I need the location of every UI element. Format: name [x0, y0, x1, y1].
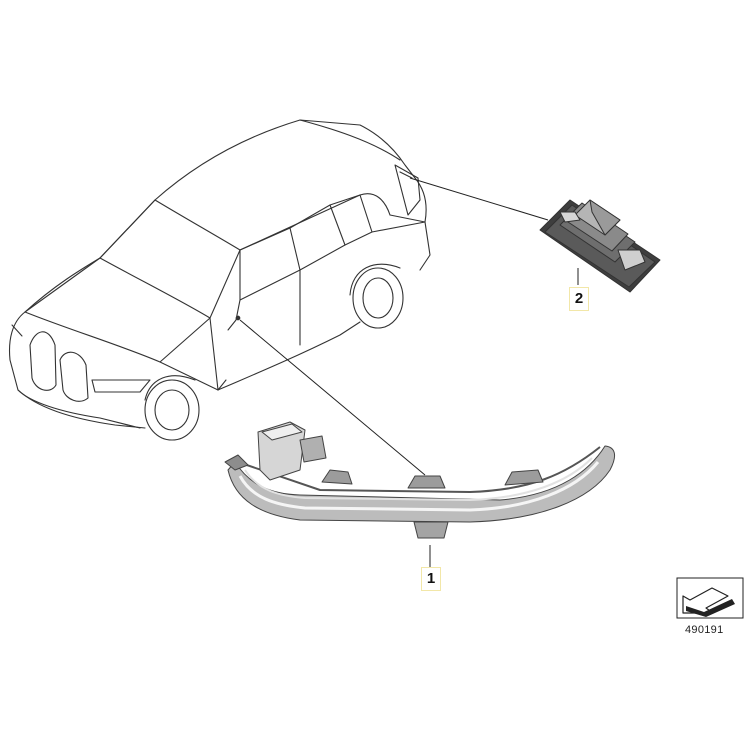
- leader-line-1: [239, 319, 426, 476]
- view-direction-arrow-icon: [676, 577, 744, 619]
- leader-line-2: [409, 177, 549, 221]
- callout-2[interactable]: 2: [569, 287, 589, 311]
- callout-1[interactable]: 1: [421, 567, 441, 591]
- license-plate-light-part: [539, 199, 661, 293]
- leader-lines: [239, 177, 579, 567]
- diagram-id: 490191: [685, 624, 724, 636]
- car-outline-icon: [8, 119, 431, 441]
- mirror-turn-signal-part: [224, 421, 616, 539]
